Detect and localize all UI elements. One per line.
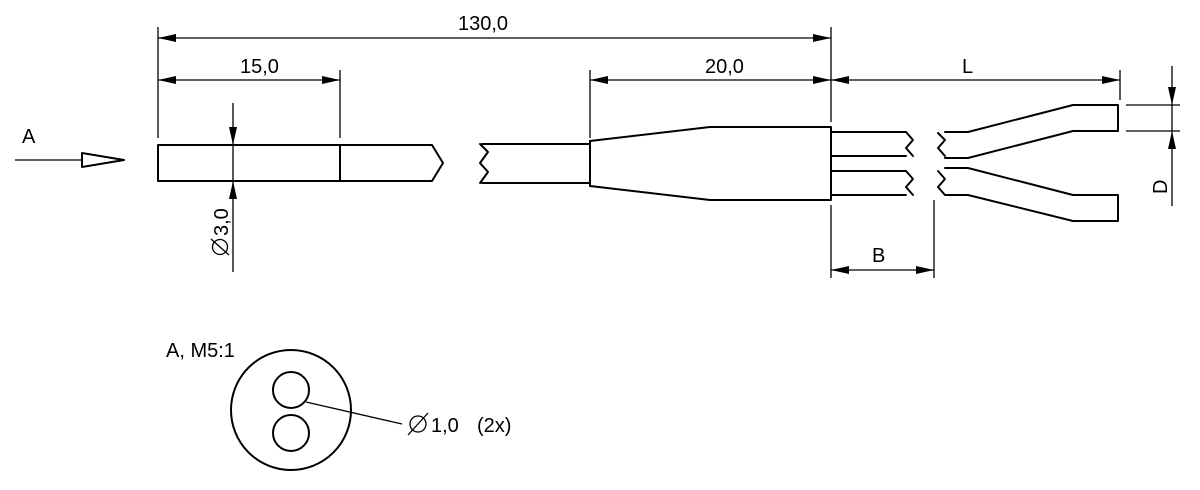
detail-view-title: A, M5:1 [166,340,235,362]
upper-splay-break [937,132,946,157]
diameter-symbol-icon [211,238,229,256]
dim-diameter-label: 3,0 [211,208,233,236]
dim-wire-gap-label: D [1150,180,1172,194]
dimension-probe-tip-length: 15,0 [158,56,340,84]
dim-arrow-lead-left [831,76,849,84]
view-direction-label: A [22,126,36,148]
detail-diameter-symbol-icon [409,415,427,433]
dimension-probe-diameter: 3,0 [210,103,237,272]
dim-arrow-tip-left [158,76,176,84]
detail-view-a: A, M5:1 1,0 (2x) [166,340,511,471]
dim-total-length-label: 130,0 [458,13,508,35]
detail-conductor-upper [272,371,310,409]
dimension-wire-gap: D [1150,66,1176,206]
dim-arrow-strip-right [916,266,934,274]
dim-arrow-diameter-bottom [229,181,237,199]
dim-arrow-sleeve-left [590,76,608,84]
dimension-strip-length: B [831,245,934,274]
cable-body [479,126,832,201]
detail-cable-outline [230,349,352,471]
dim-lead-length-label: L [962,56,973,78]
probe-tip [157,144,444,182]
dimension-lead-length: L [831,56,1120,84]
dim-arrow-sleeve-right [813,76,831,84]
dim-strip-length-label: B [872,245,885,267]
lower-splayed-lead [944,167,1119,222]
view-direction-indicator: A [15,126,125,168]
dim-arrow-total-left [158,34,176,42]
detail-leader-line [305,401,403,425]
dim-arrow-strip-left [831,266,849,274]
dim-arrow-wire-bottom [1168,131,1176,149]
dim-diameter-label-group: 3,0 [210,208,233,256]
dim-arrow-tip-right [322,76,340,84]
detail-diameter-symbol-slash [407,412,429,436]
lower-lead-break-left [905,170,914,196]
dim-arrow-lead-right [1102,76,1120,84]
probe-tip-outline [157,144,444,182]
detail-conductor-count-label: (2x) [477,415,511,437]
dimension-sleeve-length: 20,0 [590,56,831,84]
lower-splay-break [937,170,946,196]
dim-arrow-wire-top [1168,87,1176,105]
dim-sleeve-length-label: 20,0 [705,56,744,78]
lead-wires [830,104,1119,222]
detail-conductor-lower [272,414,310,452]
cable-break-mark [479,143,489,184]
diameter-symbol-slash [210,238,230,256]
detail-conductor-diameter-label: 1,0 [431,415,459,437]
upper-lead-break-left [905,131,914,157]
extension-lines [157,27,1180,278]
dim-arrow-total-right [813,34,831,42]
view-arrow-head [81,152,125,168]
dimension-total-length: 130,0 [158,13,831,42]
dim-tip-length-label: 15,0 [240,56,279,78]
dim-arrow-diameter-top [229,127,237,145]
upper-splayed-lead [944,104,1119,159]
cable-sleeve [589,126,832,201]
